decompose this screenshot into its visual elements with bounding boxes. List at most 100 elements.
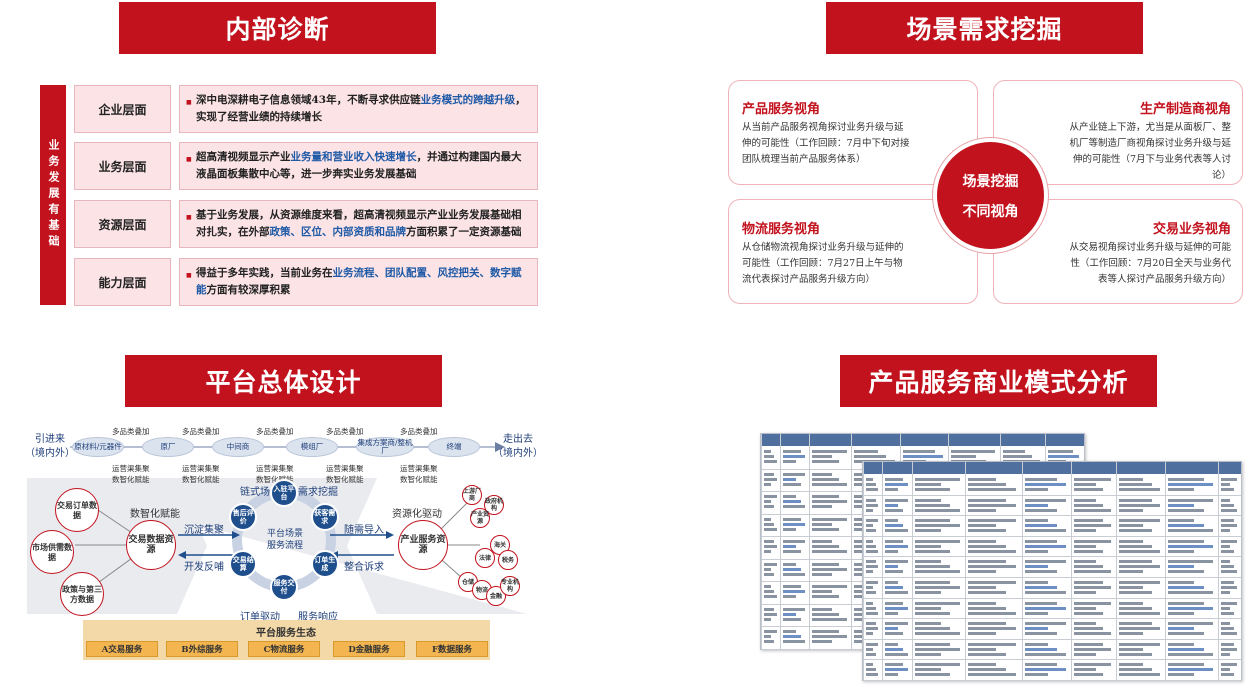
q4-table-text-line — [866, 549, 879, 553]
q4-table-text-line — [866, 570, 874, 574]
q4-table-text-line — [915, 519, 951, 523]
q4-table-text-line — [783, 460, 797, 463]
q4-table-text-line — [1221, 668, 1231, 672]
q4-table-text-line — [812, 562, 840, 566]
q4-table-text-line — [1024, 647, 1058, 651]
q4-table-col-line — [912, 462, 914, 680]
q4-table-text-line — [884, 586, 904, 589]
q4-table-text-line — [915, 606, 941, 610]
q4-table-text-line — [783, 572, 806, 576]
q4-table-text-line — [1073, 622, 1096, 626]
q4-table-text-line — [968, 570, 996, 574]
q4-table-text-line — [1119, 663, 1143, 667]
q2-head-manufacturer: 生产制造商视角 — [1139, 102, 1231, 117]
q4-table-text-line — [1221, 483, 1231, 486]
q4-table-text-line — [783, 527, 797, 531]
q4-table-text-line — [1168, 508, 1204, 512]
q4-table-row-line — [863, 659, 1241, 661]
q4-table-text-line — [968, 652, 1007, 656]
q4-table-text-line — [812, 455, 833, 458]
q3-center-node: 入驻平台 — [270, 479, 298, 507]
q4-table-text-line — [915, 570, 960, 574]
q3-chain-bottom-label-2: 数智化赋能 — [326, 475, 364, 484]
q4-table-text-line — [764, 617, 772, 621]
q4-table-text-line — [1073, 565, 1104, 569]
q4-table-text-line — [1221, 591, 1231, 594]
q4-table-text-line — [854, 450, 878, 453]
q4-table-text-line — [915, 508, 960, 512]
q4-table-text-line — [1119, 524, 1143, 528]
q4-table-text-line — [968, 544, 1007, 548]
q4-table-text-line — [968, 632, 996, 636]
q4-table-text-line — [783, 517, 801, 521]
q4-table-text-line — [783, 482, 801, 486]
q4-table-front — [862, 461, 1242, 681]
q4-table-text-line — [783, 455, 806, 458]
q4-table-text-line — [1119, 565, 1161, 569]
q3-right-satellite: 专业机构 — [500, 576, 520, 596]
q4-table-text-line — [968, 663, 996, 667]
q4-table-text-line — [915, 586, 960, 589]
q3-chain-top-label: 多品类叠加 — [326, 427, 364, 436]
q4-table-text-line — [1073, 673, 1104, 677]
q4-table-text-line — [884, 565, 899, 569]
q3-center-node: 售后评价 — [229, 502, 258, 531]
q4-table-text-line — [1024, 529, 1066, 533]
q3-chain-bottom-label: 运营渠集聚 — [256, 464, 294, 473]
q3-right-satellite: 产业资源 — [470, 508, 490, 528]
q4-table-text-line — [1024, 498, 1066, 502]
q4-table-text-line — [764, 607, 775, 611]
q4-table-text-line — [866, 544, 876, 548]
q4-table-text-line — [884, 668, 908, 672]
q4-table-text-line — [1168, 544, 1213, 548]
q4-table-text-line — [1073, 652, 1096, 656]
q4-table-text-line — [812, 635, 847, 639]
q4-table-text-line — [968, 581, 1017, 584]
q4-table-text-line — [866, 647, 874, 651]
q3-chain-top-label: 多品类叠加 — [256, 427, 294, 436]
q4-table-text-line — [915, 581, 951, 584]
q1-title: 内部诊断 — [119, 2, 436, 54]
q4-table-text-line — [866, 539, 874, 543]
q4-table-text-line — [968, 622, 1007, 626]
q3-service-box: F数据服务 — [416, 641, 488, 657]
q1-side-label: 业务发展有基础 — [40, 85, 66, 305]
q4-table-text-line — [1221, 663, 1238, 667]
q4-table-text-line — [1073, 498, 1096, 502]
q4-table-text-line — [812, 585, 847, 589]
q4-table-text-line — [764, 545, 777, 549]
q3-chain-top-label: 多品类叠加 — [182, 427, 220, 436]
q4-table-text-line — [1221, 524, 1238, 528]
q4-table-text-line — [1221, 581, 1234, 584]
q1-level-description: 深中电深耕电子信息领域43年，不断寻求供应链业务模式的跨越升级，实现了经营业绩的… — [179, 85, 538, 133]
q4-table-text-line — [1168, 622, 1213, 626]
q4-table-text-line — [1073, 508, 1112, 512]
q4-table-text-line — [1119, 570, 1143, 574]
q4-table-text-line — [1003, 450, 1025, 453]
q4-table-text-line — [1221, 601, 1238, 605]
q4-table-text-line — [1119, 529, 1152, 533]
q4-table-text-line — [915, 503, 951, 507]
q4-table-text-line — [1119, 488, 1161, 491]
q4-table-text-line — [1024, 632, 1058, 636]
q4-table-text-line — [968, 591, 1007, 594]
q4-table-text-line — [783, 522, 806, 526]
q4-table-text-line — [1168, 565, 1195, 569]
q3-chain-node: 原厂 — [142, 437, 194, 457]
q4-table-col-line — [780, 434, 782, 649]
q4-table-text-line — [1221, 632, 1238, 636]
q4-table-text-line — [812, 640, 833, 644]
q4-table-text-line — [1168, 503, 1195, 507]
q4-table-text-line — [968, 565, 1017, 569]
q3-chain-bottom-label: 运营渠集聚 — [326, 464, 364, 473]
q4-table-text-line — [1119, 498, 1152, 502]
q4-table-text-line — [866, 508, 874, 512]
q4-table-text-line — [1024, 673, 1049, 677]
q3-service-box: B外综服务 — [166, 641, 238, 657]
q2-text-logistics: 从仓储物流视角探讨业务升级与延伸的可能性（工作回顾：7月27日上午与物流代表探讨… — [742, 242, 904, 285]
q4-table-text-line — [812, 540, 833, 544]
q4-table-text-line — [1168, 539, 1204, 543]
q4-table-text-line — [884, 632, 904, 636]
q4-table-text-line — [1073, 560, 1096, 564]
q4-table-text-line — [1221, 519, 1234, 523]
